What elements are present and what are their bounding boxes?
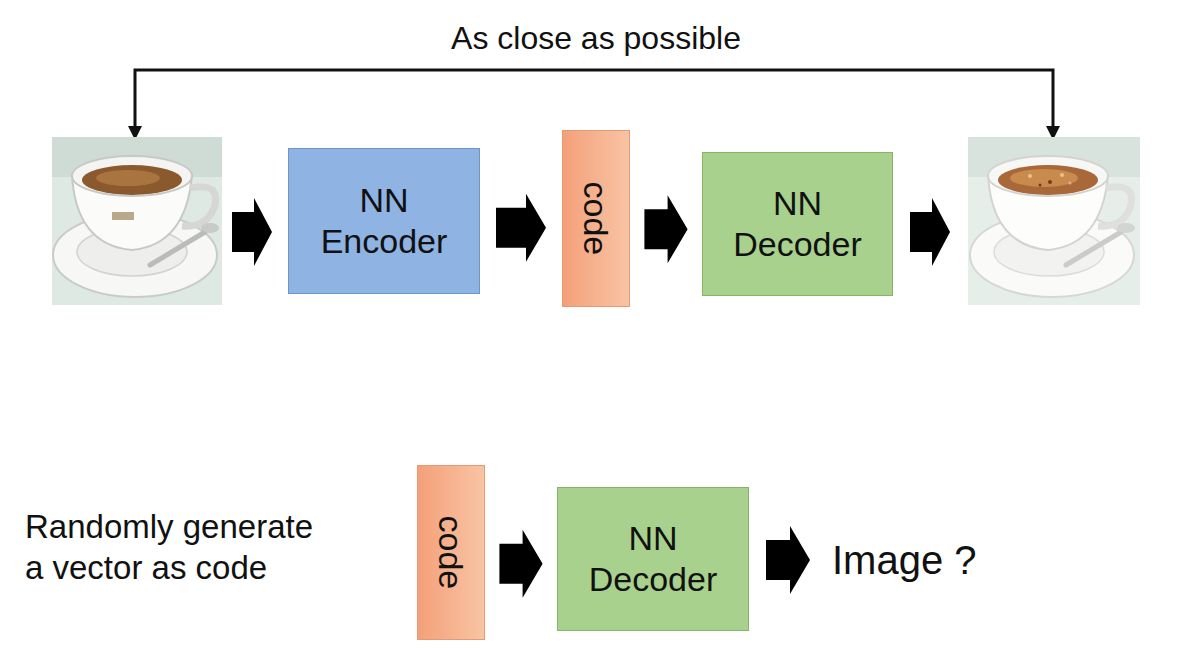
box-label: NN Decoder: [733, 183, 862, 265]
box-label: NN Encoder: [321, 180, 448, 262]
comparison-bracket: [135, 70, 1053, 128]
decoder-box: NN Decoder: [557, 487, 749, 631]
box-label: NN Decoder: [589, 518, 718, 600]
block-arrow: [232, 198, 272, 266]
block-arrow: [766, 526, 810, 594]
encoder-box: NN Encoder: [288, 148, 480, 294]
reconstructed-coffee-image: [968, 137, 1140, 305]
decoder-box: NN Decoder: [702, 152, 893, 296]
block-arrow: [499, 530, 542, 598]
box-label: code: [431, 516, 472, 590]
input-coffee-image: [52, 137, 222, 305]
note-text: Randomly generate a vector as code: [25, 506, 325, 589]
block-arrow: [644, 195, 687, 263]
output-label: Image ?: [832, 535, 977, 585]
block-arrow: [910, 198, 950, 266]
code-box: code: [562, 130, 630, 307]
bracket-label: As close as possible: [451, 18, 741, 58]
block-arrow: [496, 194, 546, 262]
code-box: code: [417, 465, 485, 640]
box-label: code: [576, 182, 617, 256]
